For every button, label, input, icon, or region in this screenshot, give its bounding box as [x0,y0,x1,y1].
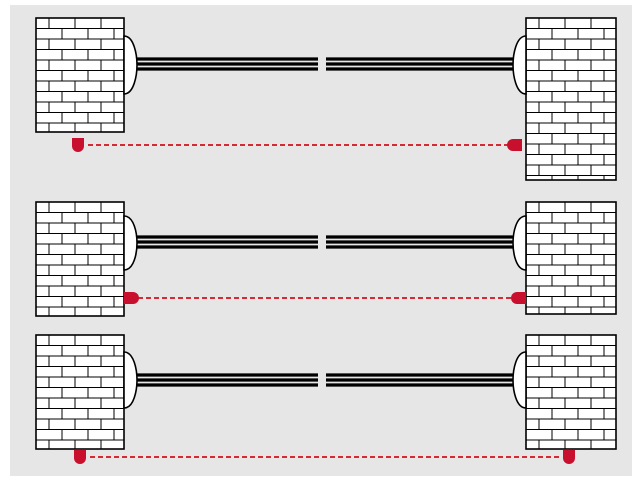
middle-left-pillar-outline [35,201,125,317]
gate-panel-top [35,17,617,181]
middle-right-gate-post [512,215,527,271]
bottom-left-gate-post [123,351,138,409]
top-left-pillar-outline [35,17,125,133]
top-right-photocell-sensor-icon [507,139,522,151]
bottom-left-pillar-outline [35,334,125,450]
middle-left-gate-post [123,215,138,271]
top-right-gate-post [512,35,527,95]
top-left-photocell-sensor-icon [72,138,84,152]
middle-right-pillar-outline [525,201,617,315]
bottom-right-photocell-sensor-icon [563,450,575,464]
middle-right-photocell-sensor-icon [511,292,526,304]
gate-panel-middle [35,201,617,317]
top-right-pillar-outline [525,17,617,181]
gate-panel-bottom [35,334,617,464]
middle-left-photocell-sensor-icon [124,292,139,304]
bottom-right-pillar-outline [525,334,617,450]
top-left-gate-post [123,35,138,95]
bottom-right-gate-post [512,351,527,409]
bottom-left-photocell-sensor-icon [74,450,86,464]
